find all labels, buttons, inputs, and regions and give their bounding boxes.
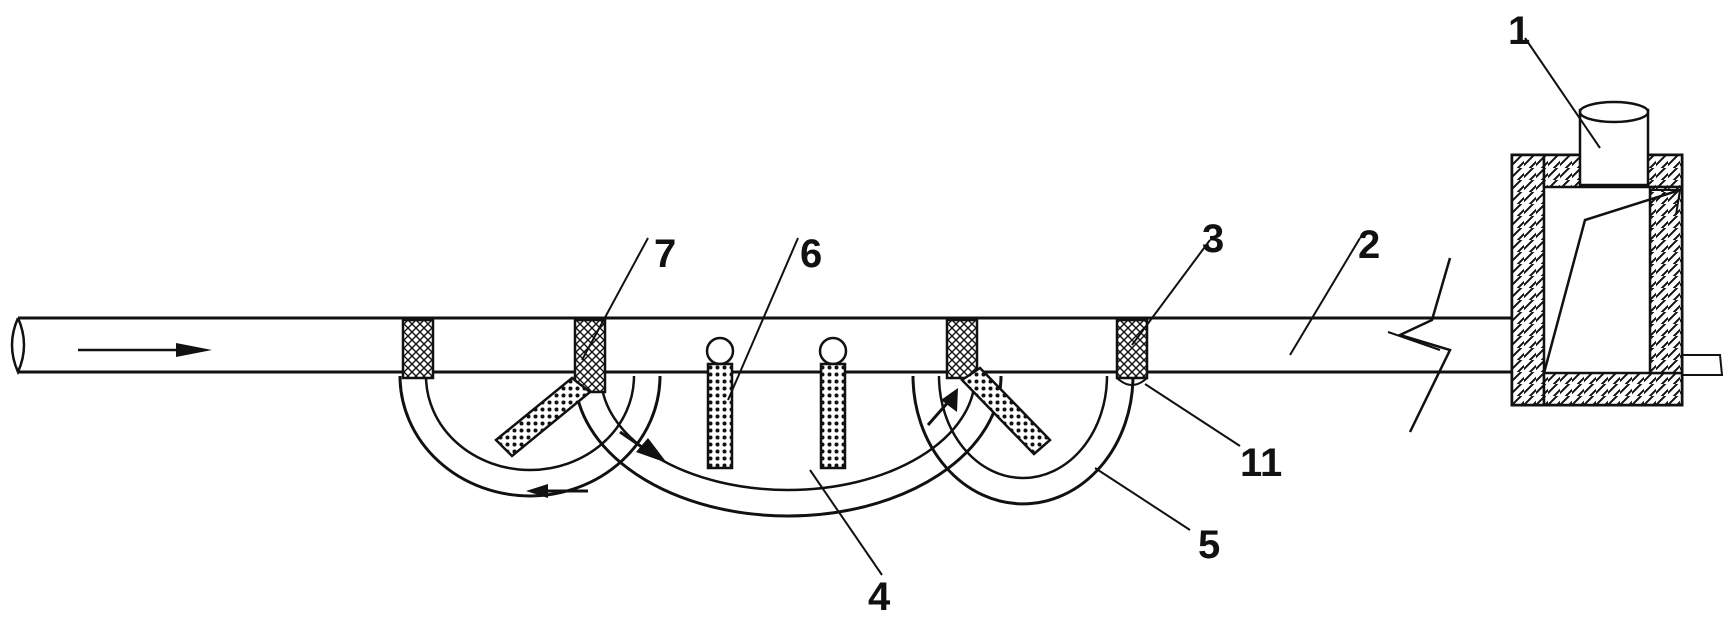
plugs (401, 318, 1149, 394)
reference-labels: 1 2 3 4 5 6 7 11 (654, 9, 1530, 619)
label-3: 3 (1202, 217, 1224, 261)
arc-chambers (398, 375, 1135, 518)
leader-lines (581, 37, 1601, 576)
diagonal-baffles (494, 366, 1052, 458)
label-6: 6 (800, 232, 822, 276)
inlet-flow-arrow (78, 343, 212, 357)
label-7: 7 (654, 232, 676, 276)
label-11: 11 (1240, 441, 1282, 485)
label-1: 1 (1508, 9, 1530, 53)
housing (1510, 100, 1724, 407)
label-5: 5 (1198, 523, 1220, 567)
vertical-rods (705, 336, 848, 470)
label-2: 2 (1358, 223, 1380, 267)
pipe-break (1387, 257, 1452, 433)
main-pipe (10, 316, 1535, 376)
label-4: 4 (868, 575, 891, 619)
chamber-flow-arrows (526, 388, 958, 498)
